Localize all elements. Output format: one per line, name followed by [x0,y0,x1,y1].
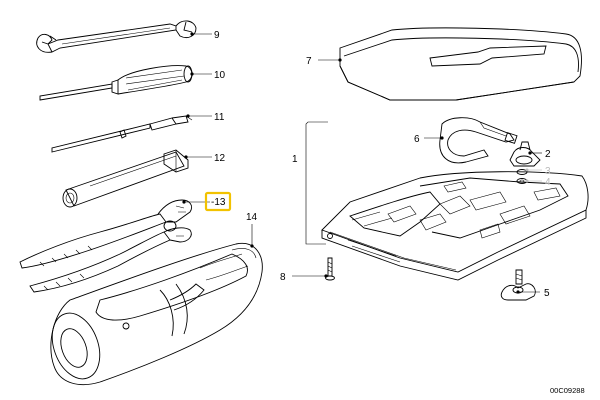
pliers-part [19,199,193,293]
bracket-1 [305,121,328,245]
callout-8[interactable]: 8 [280,272,286,283]
callout-6[interactable]: 6 [414,134,420,145]
screwdriver-part [39,65,193,101]
callout-12[interactable]: 12 [214,153,226,164]
callout-4[interactable]: 4 [545,177,551,188]
callout-14[interactable]: 14 [246,212,258,223]
tool-tray-part [321,171,589,281]
callout-5[interactable]: 5 [544,288,550,299]
callout-1[interactable]: 1 [292,154,298,165]
callout-9[interactable]: 9 [214,30,220,41]
callout-11[interactable]: 11 [214,112,225,123]
socket-part [62,149,189,208]
wing-bolt-part [500,269,536,301]
cover-part [339,27,582,101]
callout-13-highlight [204,191,232,212]
callout-2[interactable]: 2 [545,149,551,160]
leader-lines [182,32,542,294]
callout-7[interactable]: 7 [306,56,312,67]
rod-tool-part [51,115,193,153]
wing-nut-part [509,141,541,167]
tool-roll-part [50,242,263,386]
callout-3[interactable]: 3 [545,166,551,177]
callout-13[interactable]: -13 [211,197,226,208]
callout-10[interactable]: 10 [214,70,226,81]
strap-part [439,117,518,164]
wrench-part [36,20,197,53]
screw-part [325,257,335,281]
reference-code: 00C09288 [550,386,585,395]
